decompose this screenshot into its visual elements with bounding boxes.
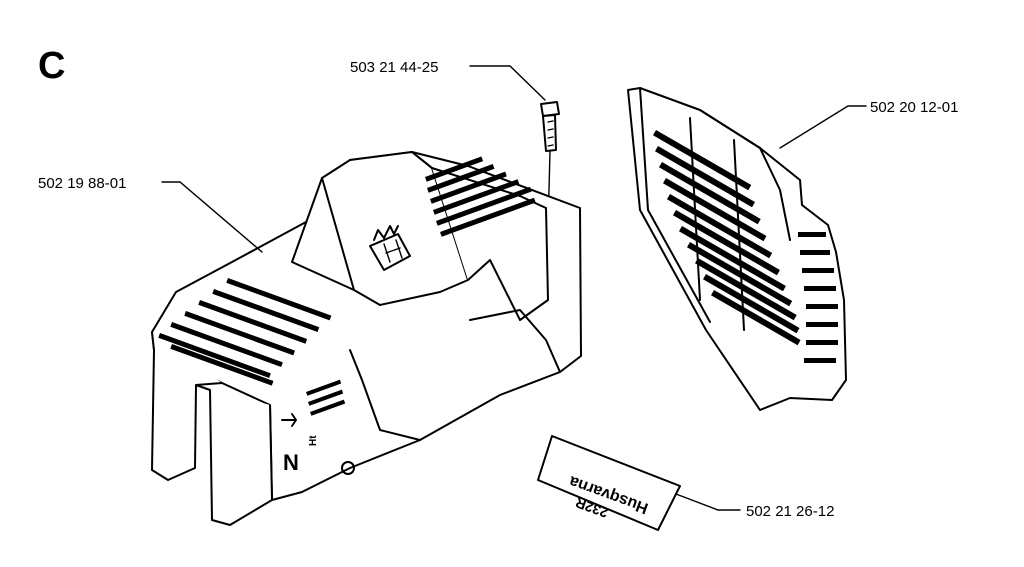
vent-slots-right (425, 156, 536, 237)
cylinder-cover-part: N Ht (151, 151, 582, 526)
cover-small-mark: Ht (308, 435, 319, 446)
air-filter-cover-part (627, 87, 847, 411)
part-number-screw: 503 21 44-25 (350, 59, 438, 76)
leader-line-decal (675, 493, 741, 511)
section-letter: C (38, 45, 65, 87)
leader-line-air-filter-cover (779, 105, 867, 149)
part-number-cylinder-cover: 502 19 88-01 (38, 175, 126, 192)
cover-n-mark: N (283, 450, 299, 475)
part-number-air-filter-cover: 502 20 12-01 (870, 99, 958, 116)
filter-grill (653, 130, 801, 346)
leader-line-screw (469, 65, 546, 101)
decal-part: 232R Husqvarna (537, 435, 681, 531)
vent-slots-left (158, 278, 332, 386)
husqvarna-logo (369, 225, 411, 271)
part-number-decal: 502 21 26-12 (746, 503, 834, 520)
arrow-marking (281, 413, 297, 427)
leader-line-cylinder-cover (161, 181, 263, 253)
